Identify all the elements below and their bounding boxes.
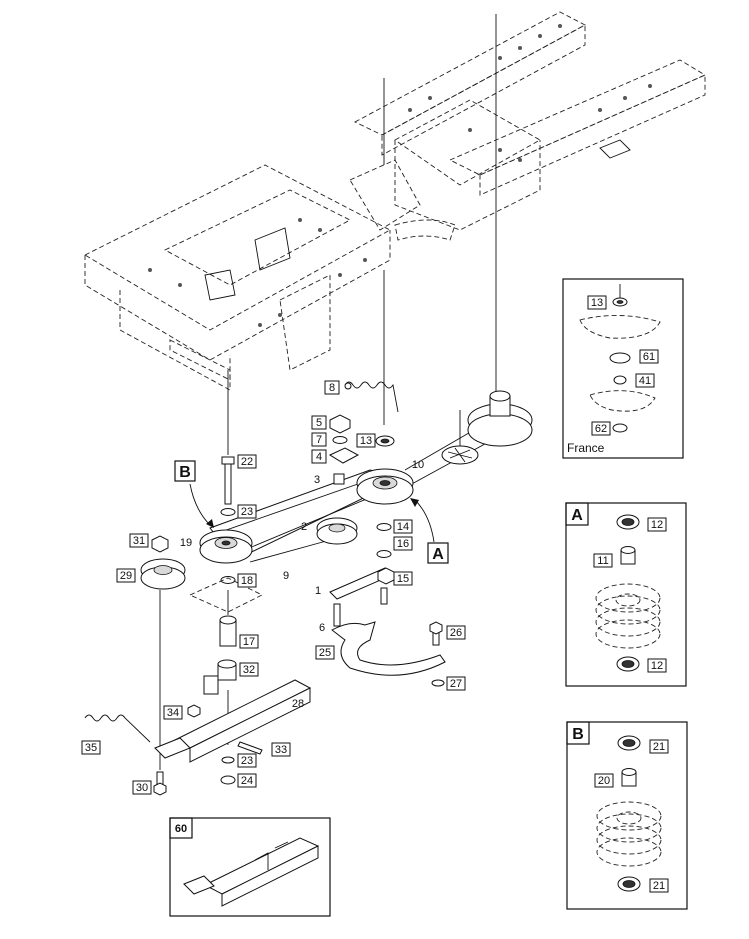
- callout-18: 18: [237, 573, 257, 588]
- callout-25: 25: [315, 645, 335, 660]
- callout-14: 14: [393, 519, 413, 534]
- callout-13: 13: [356, 433, 376, 448]
- svg-text:4: 4: [316, 451, 322, 463]
- svg-text:8: 8: [329, 382, 335, 394]
- callout-26: 26: [446, 625, 466, 640]
- callout-24: 24: [237, 773, 257, 788]
- callout-30: 30: [132, 780, 152, 795]
- belt-assembly: [140, 390, 533, 590]
- callout-22: 22: [237, 454, 257, 469]
- svg-text:18: 18: [241, 575, 253, 587]
- svg-text:29: 29: [120, 570, 132, 582]
- svg-text:2: 2: [301, 521, 307, 533]
- svg-text:22: 22: [241, 456, 253, 468]
- panel-a: A 12 11 12: [565, 502, 687, 687]
- panel-france: 13 61 41 62 France: [562, 278, 684, 459]
- panel-60: 60: [169, 817, 331, 917]
- svg-text:3: 3: [314, 474, 320, 486]
- svg-text:41: 41: [639, 375, 651, 387]
- callout-17: 17: [239, 634, 259, 649]
- callout-5: 5: [311, 415, 327, 430]
- svg-text:10: 10: [412, 459, 424, 471]
- callout-3: 3: [314, 474, 320, 486]
- leader-lines: [159, 14, 497, 770]
- svg-text:12: 12: [651, 519, 663, 531]
- svg-text:62: 62: [595, 423, 607, 435]
- callout-34: 34: [163, 705, 183, 720]
- view-reference-b: B: [174, 460, 214, 528]
- svg-text:B: B: [179, 464, 191, 481]
- svg-text:25: 25: [319, 647, 331, 659]
- callout-7: 7: [311, 432, 327, 447]
- svg-text:17: 17: [243, 636, 255, 648]
- svg-text:19: 19: [180, 537, 192, 549]
- svg-text:23: 23: [241, 506, 253, 518]
- svg-text:26: 26: [450, 627, 462, 639]
- svg-text:1: 1: [315, 585, 321, 597]
- view-reference-a: A: [410, 498, 449, 564]
- svg-text:13: 13: [360, 435, 372, 447]
- svg-text:B: B: [572, 726, 584, 743]
- callout-4: 4: [311, 449, 327, 464]
- svg-text:31: 31: [133, 535, 145, 547]
- chassis-frame: [84, 11, 706, 391]
- callout-28: 28: [292, 698, 304, 710]
- panel-b: B 21 20 21: [566, 721, 688, 910]
- svg-text:6: 6: [319, 622, 325, 634]
- svg-text:24: 24: [241, 775, 253, 787]
- callout-33: 33: [271, 742, 291, 757]
- svg-text:16: 16: [397, 538, 409, 550]
- svg-text:A: A: [432, 546, 444, 563]
- callout-2: 2: [301, 521, 307, 533]
- callout-32: 32: [239, 662, 259, 677]
- callout-31: 31: [129, 533, 149, 548]
- callout-1: 1: [315, 585, 321, 597]
- svg-text:60: 60: [175, 823, 187, 835]
- svg-text:27: 27: [450, 678, 462, 690]
- svg-text:13: 13: [591, 297, 603, 309]
- svg-text:28: 28: [292, 698, 304, 710]
- callout-6: 6: [319, 622, 325, 634]
- svg-text:21: 21: [653, 880, 665, 892]
- callout-29: 29: [116, 568, 136, 583]
- svg-text:14: 14: [397, 521, 409, 533]
- svg-text:7: 7: [316, 434, 322, 446]
- callout-8: 8: [324, 380, 340, 395]
- svg-text:11: 11: [597, 555, 608, 567]
- svg-text:33: 33: [275, 744, 287, 756]
- callout-35: 35: [81, 740, 101, 755]
- svg-text:61: 61: [643, 351, 655, 363]
- svg-text:35: 35: [85, 742, 97, 754]
- callout-19: 19: [180, 537, 192, 549]
- svg-text:30: 30: [136, 782, 148, 794]
- callout-9: 9: [283, 570, 289, 582]
- callout-23-lower: 23: [237, 753, 257, 768]
- svg-text:5: 5: [316, 417, 322, 429]
- callout-27: 27: [446, 676, 466, 691]
- hardware-parts: [84, 381, 446, 796]
- svg-text:12: 12: [651, 660, 663, 672]
- svg-text:15: 15: [397, 573, 409, 585]
- svg-text:A: A: [571, 507, 583, 524]
- callout-23-upper: 23: [237, 504, 257, 519]
- svg-text:20: 20: [598, 775, 610, 787]
- callout-10: 10: [412, 459, 424, 471]
- svg-text:9: 9: [283, 570, 289, 582]
- svg-text:34: 34: [167, 707, 179, 719]
- svg-text:32: 32: [243, 664, 255, 676]
- svg-text:23: 23: [241, 755, 253, 767]
- callout-16: 16: [393, 536, 413, 551]
- svg-text:21: 21: [653, 741, 665, 753]
- callout-labels: 8 5 7 4 3 13 10 22 23 2 14 16 15 1 6 31 …: [81, 380, 466, 795]
- svg-text:France: France: [567, 441, 605, 455]
- callout-15: 15: [393, 571, 413, 586]
